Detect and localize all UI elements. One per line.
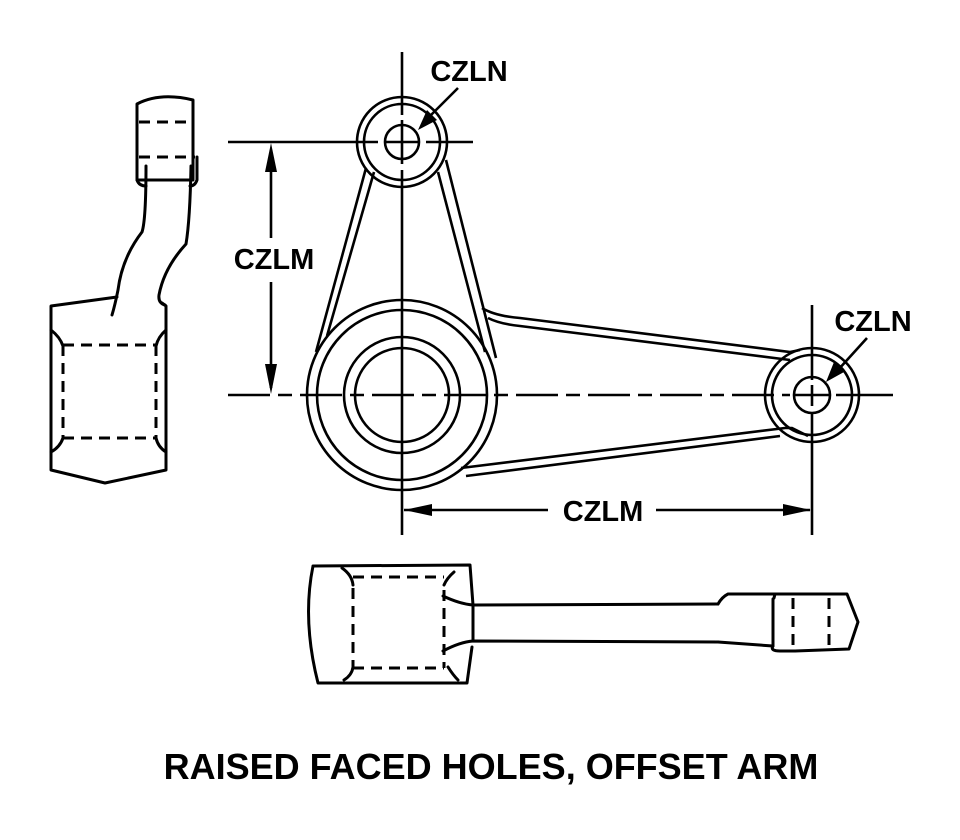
side-view	[49, 95, 199, 485]
edge-view-hub-chamfer	[342, 665, 355, 682]
right-hole-label: CZLN	[834, 306, 911, 338]
plan-arm-outer-edge	[314, 167, 368, 353]
edge-view-arm-top	[441, 594, 720, 607]
plan-arm-outer-edge	[481, 306, 801, 354]
plan-view	[228, 52, 893, 535]
side-view-arm-left-edge	[110, 164, 148, 317]
plan-arm-inner-edge	[436, 171, 487, 353]
vertical-dimension: CZLM	[234, 143, 315, 394]
leader-line	[427, 87, 459, 119]
horizontal-dimension: CZLM	[404, 496, 811, 528]
side-view-hub-chamfer	[154, 328, 168, 348]
side-view-hub-chamfer	[49, 436, 65, 454]
edge-view-hub-chamfer	[340, 566, 355, 587]
edge-view-hub-chamfer	[446, 665, 460, 682]
leader-arrow-icon	[826, 362, 844, 382]
side-view-hub-chamfer	[154, 436, 168, 454]
right-hole-callout: CZLN	[826, 306, 912, 382]
arrow-left-icon	[404, 504, 432, 516]
leader-line	[837, 337, 868, 371]
edge-view-end-boss	[716, 592, 860, 653]
plan-arm-inner-edge	[465, 434, 781, 478]
edge-view	[307, 563, 860, 685]
edge-view-arm-bottom	[441, 639, 720, 653]
leader-arrow-icon	[418, 110, 437, 130]
arrow-down-icon	[265, 364, 277, 394]
side-view-bottom-hub	[49, 295, 168, 485]
side-view-top-boss	[135, 95, 195, 182]
edge-view-hub	[307, 563, 475, 685]
plan-arm-outer-edge	[444, 159, 498, 359]
top-hole-callout: CZLN	[418, 56, 508, 130]
edge-view-hub-chamfer	[442, 570, 456, 587]
arrow-right-icon	[783, 504, 811, 516]
plan-arm-outer-edge	[460, 426, 809, 470]
plan-arm-inner-edge	[325, 171, 376, 337]
arrow-up-icon	[265, 143, 277, 172]
top-hole-label: CZLN	[430, 56, 507, 88]
vertical-dimension-label: CZLM	[234, 244, 315, 276]
side-view-arm-right-edge	[157, 164, 193, 307]
side-view-hub-chamfer	[49, 328, 65, 348]
horizontal-dimension-label: CZLM	[563, 496, 644, 528]
plan-arm-inner-edge	[487, 316, 791, 362]
diagram-caption: RAISED FACED HOLES, OFFSET ARM	[164, 746, 819, 787]
